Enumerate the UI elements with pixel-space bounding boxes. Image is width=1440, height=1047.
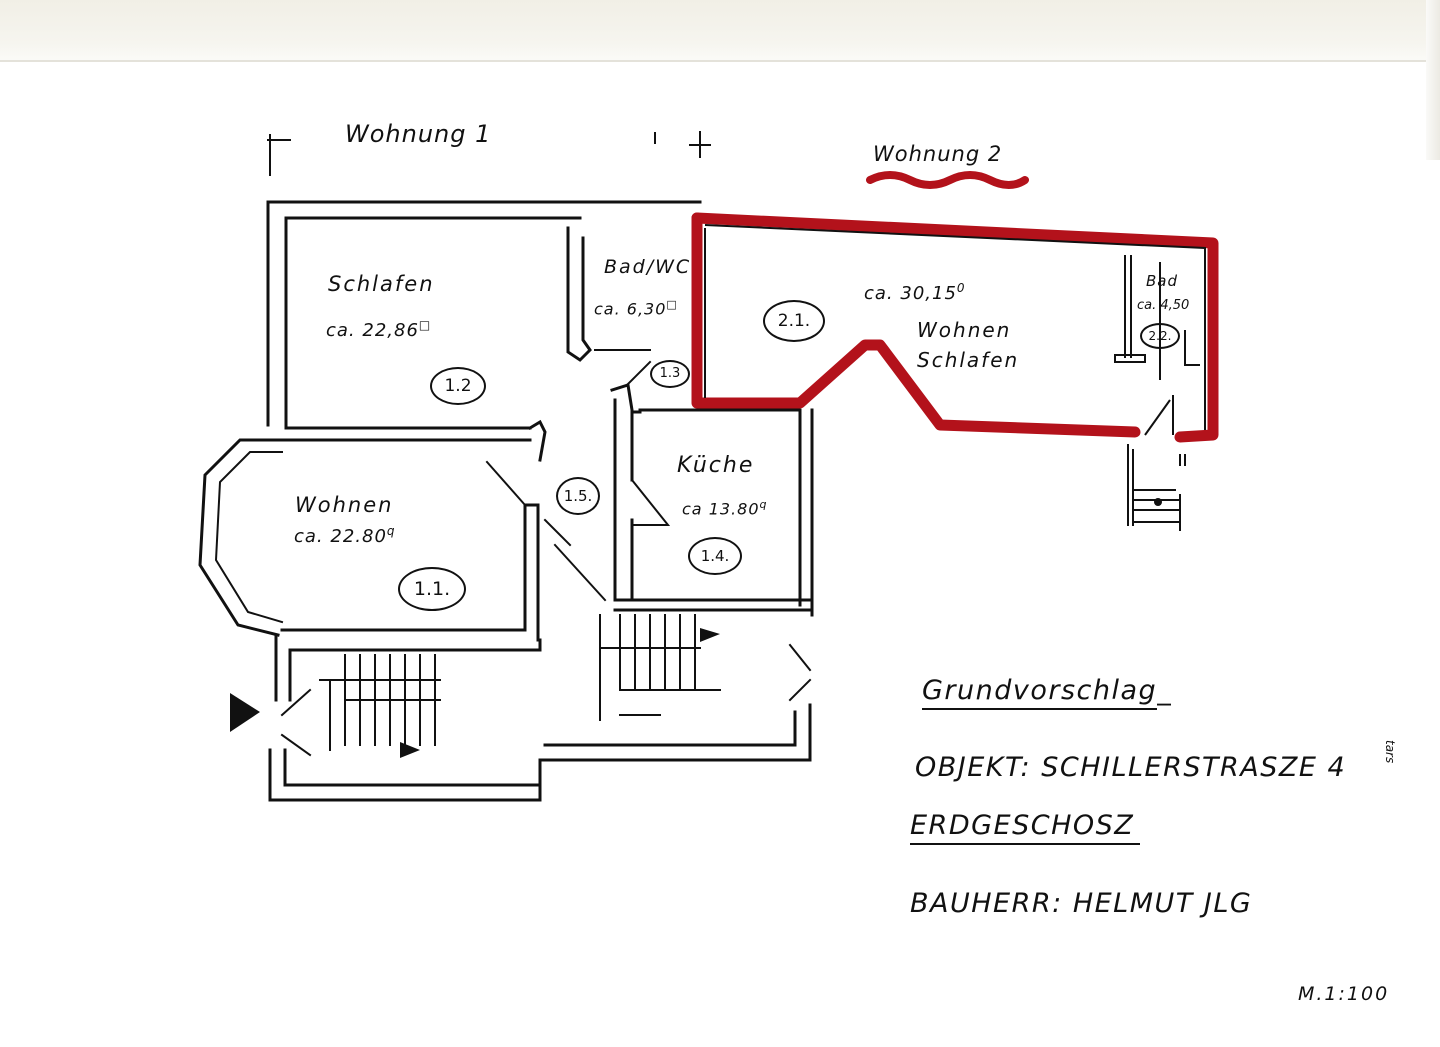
room-name-wohnen: Wohnen (295, 493, 394, 517)
area-unit-mark: □ (418, 318, 432, 332)
room-name-wohnen-2-1: Wohnen (917, 318, 1012, 342)
room-area-schlafen: ca. 22,86 (326, 320, 419, 341)
margin-note: tars (1383, 740, 1397, 764)
room-name-schlafen-2-1: Schlafen (917, 348, 1020, 372)
room-number-1-4: 1.4. (688, 537, 742, 575)
entrance-arrow-icon (230, 693, 260, 732)
plan-heading: Grundvorschlag (922, 675, 1158, 710)
room-area-bad-wc: ca. 6,30 (594, 299, 667, 319)
scan-paper-edge (0, 60, 1440, 62)
owner-line: BAUHERR: HELMUT JLG (910, 888, 1253, 919)
apartment-label-wohnung-2: Wohnung 2 (873, 142, 1003, 166)
apartment-label-wohnung-1: Wohnung 1 (345, 120, 492, 148)
scan-paper-right-edge (1426, 0, 1440, 160)
area-unit-mark: □ (666, 298, 678, 311)
room-name-bad-wc: Bad/WC (604, 256, 692, 278)
room-area-bad-2-2: ca. 4,50 (1137, 298, 1190, 313)
room-number-1-5: 1.5. (556, 477, 600, 515)
area-unit-mark: q (759, 498, 768, 511)
object-line: OBJEKT: SCHILLERSTRASZE 4 (915, 752, 1347, 783)
area-unit-mark: 0 (956, 281, 966, 295)
area-unit-mark: q (386, 524, 396, 538)
room-area-2-1: ca. 30,15 (864, 283, 957, 304)
room-number-1-3: 1.3 (650, 360, 690, 388)
scale-label: M.1:100 (1298, 983, 1390, 1005)
room-area-wohnen: ca. 22.80 (294, 526, 387, 547)
room-number-2-1: 2.1. (763, 300, 825, 342)
room-name-schlafen: Schlafen (328, 272, 435, 296)
room-name-kueche: Küche (677, 453, 755, 478)
scan-paper-top-strip (0, 0, 1440, 62)
room-area-kueche: ca 13.80 (682, 499, 760, 519)
room-name-bad-2-2: Bad (1146, 272, 1179, 290)
room-number-2-2: 2.2. (1140, 323, 1180, 349)
highlight-squiggle (866, 171, 1029, 189)
room-number-1-2: 1.2 (430, 367, 486, 405)
floor-label: ERDGESCHOSZ (910, 810, 1141, 845)
room-number-1-1: 1.1. (398, 567, 466, 611)
